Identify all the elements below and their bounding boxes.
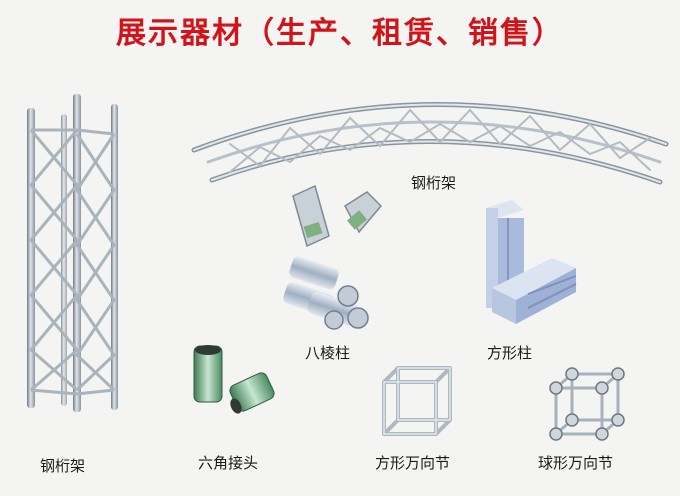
- arch-truss-label: 钢桁架: [411, 174, 457, 192]
- arch-truss-image: [191, 101, 669, 185]
- square-column-image: [486, 200, 577, 324]
- square-cube-node-image: [382, 366, 452, 436]
- ball-cube-node-image: [549, 367, 625, 441]
- ball-cube-node-label: 球形万向节: [538, 454, 614, 472]
- octagonal-connector-image: [292, 184, 383, 248]
- square-cube-node-label: 方形万向节: [375, 454, 451, 472]
- hex-connector-image: [193, 345, 275, 414]
- page-title: 展示器材（生产、租赁、销售）: [116, 16, 564, 51]
- hex-connector-label: 六角接头: [198, 454, 259, 472]
- octagonal-column-image: [283, 256, 369, 330]
- tower-truss-label: 钢桁架: [40, 457, 86, 475]
- octagonal-column-label: 八棱柱: [305, 344, 351, 362]
- tower-truss-image: [27, 94, 118, 412]
- square-column-label: 方形柱: [487, 344, 533, 362]
